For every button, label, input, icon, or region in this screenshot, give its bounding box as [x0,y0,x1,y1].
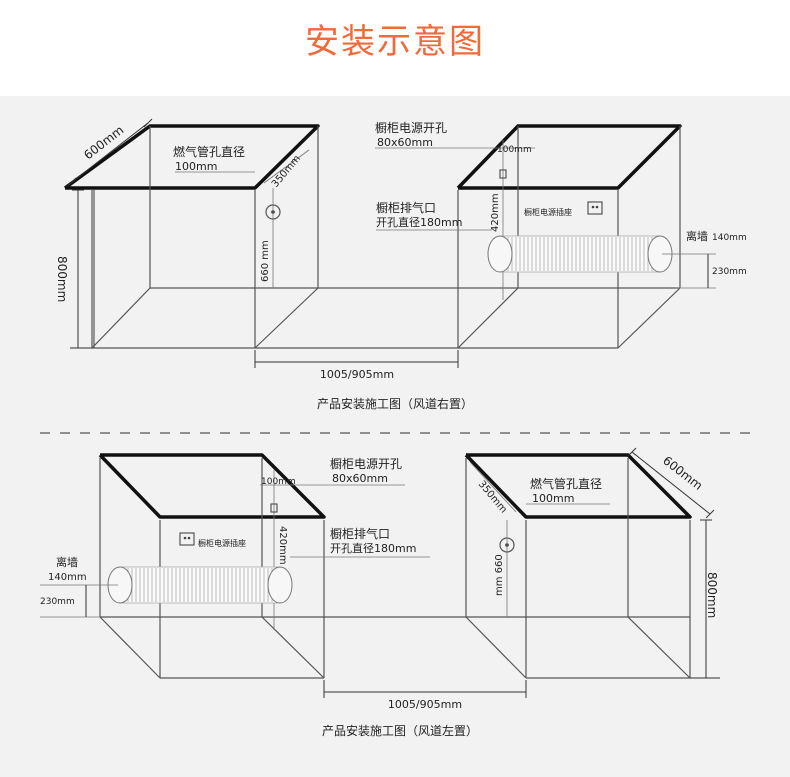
top-power-label-1: 橱柜电源开孔 [375,121,447,135]
bottom-height-dimension: 800mm [700,519,719,678]
bottom-height-label: 800mm [705,572,719,618]
bottom-power-offset: 100mm [261,477,296,487]
bottom-depth-label: 600mm [660,453,705,493]
bottom-width-label: 1005/905mm [388,698,462,711]
bottom-socket: 橱柜电源插座 [179,532,246,548]
bottom-diagram: 600mm 800mm 燃气管孔直径 100mm 350mm mm 660 橱柜… [40,447,720,738]
bottom-caption: 产品安装施工图（风道左置） [322,723,478,738]
bottom-exhaust-1: 橱柜排气口 [330,526,390,541]
top-power-label-2: 80x60mm [377,136,433,149]
top-height-label: 800mm [55,256,69,302]
bottom-wall-gap-value: 140mm [48,572,87,583]
top-exhaust-label: 橱柜排气口 开孔直径180mm [376,200,492,231]
bottom-gas-hole: 燃气管孔直径 100mm 350mm mm 660 [469,461,610,617]
bottom-wall-gap-label: 离墙 [56,555,78,569]
top-caption: 产品安装施工图（风道右置） [317,396,473,411]
bottom-power-label-2: 80x60mm [332,472,388,485]
page-title: 安装示意图 [305,22,485,62]
top-width-label: 1005/905mm [320,368,394,381]
top-power-height: 420mm [490,193,501,232]
bottom-exhaust-2: 开孔直径180mm [330,541,416,555]
bottom-depth-dimension: 600mm [627,447,715,519]
top-gas-height: 660 mm [260,240,271,282]
top-power-offset: 100mm [497,145,532,155]
top-exhaust-1: 橱柜排气口 [376,200,436,215]
top-gas-hole: 燃气管孔直径 100mm 350mm 660 mm [173,144,310,288]
bottom-right-cabinet [464,453,720,679]
top-duct-height: 230mm [712,267,747,277]
top-wall-gap: 离墙 140mm 230mm [662,229,747,289]
bottom-wall-gap: 离墙 140mm 230mm [40,555,118,618]
top-depth-dimension: 600mm [67,118,153,187]
top-width-dimension: 1005/905mm [254,350,459,381]
bottom-gas-height: mm 660 [494,554,505,596]
top-wall-gap-label: 离墙 [686,229,708,243]
top-gas-label-2: 100mm [175,160,217,173]
top-socket: 橱柜电源插座 [524,201,603,217]
top-left-cabinet [63,124,460,349]
top-socket-label: 橱柜电源插座 [524,207,572,217]
top-diagram: 600mm 800mm 燃气管孔直径 100mm 350mm 660 mm 橱柜 [55,118,747,411]
diagram-panel [0,96,790,777]
top-exhaust-2: 开孔直径180mm [376,215,462,229]
bottom-gas-label-2: 100mm [532,492,574,505]
bottom-socket-label: 橱柜电源插座 [198,538,246,548]
top-wall-gap-value: 140mm [712,233,747,243]
top-power-hole: 橱柜电源开孔 80x60mm 100mm 420mm [375,121,535,300]
bottom-width-dimension: 1005/905mm [323,680,527,711]
bottom-power-label-1: 橱柜电源开孔 [330,457,402,471]
bottom-power-height: 420mm [277,526,288,565]
bottom-duct-height: 230mm [40,597,75,607]
top-gas-label-1: 燃气管孔直径 [173,144,245,159]
bottom-gas-label-1: 燃气管孔直径 [530,476,602,491]
top-depth-label: 600mm [81,123,126,163]
bottom-duct [107,566,293,604]
top-height-dimension: 800mm [55,189,84,348]
bottom-exhaust-label: 橱柜排气口 开孔直径180mm [290,526,430,558]
top-duct [487,235,673,273]
bottom-left-cabinet [98,453,690,679]
